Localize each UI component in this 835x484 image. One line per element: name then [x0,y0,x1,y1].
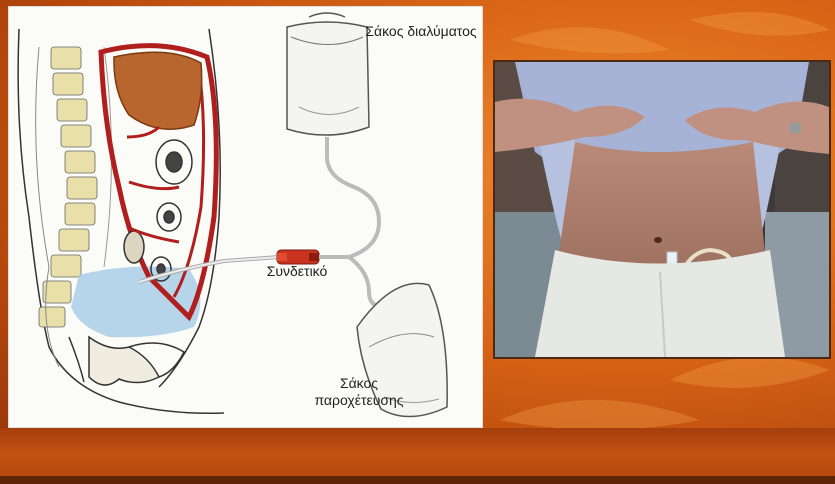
intestines [124,140,192,281]
diagram-panel: Σάκος διαλύματος Συνδετικό Σάκος παροχέτ… [8,6,483,428]
tubing-to-drainage-bag [349,257,384,307]
bottom-bar [0,476,835,484]
patient-photo [493,60,831,359]
peritoneal-fluid [71,267,200,338]
connector-icon [277,250,319,264]
liver [114,52,202,129]
tubing-to-solution-bag [319,137,379,257]
solution-bag-icon [287,13,369,135]
peritoneal-dialysis-diagram [9,7,482,427]
patient-abdomen-photo [495,62,829,357]
solution-bag-label: Σάκος διαλύματος [361,23,481,40]
drainage-bag-label: Σάκος παροχέτευσης [294,375,424,409]
connector-label: Συνδετικό [247,263,347,280]
